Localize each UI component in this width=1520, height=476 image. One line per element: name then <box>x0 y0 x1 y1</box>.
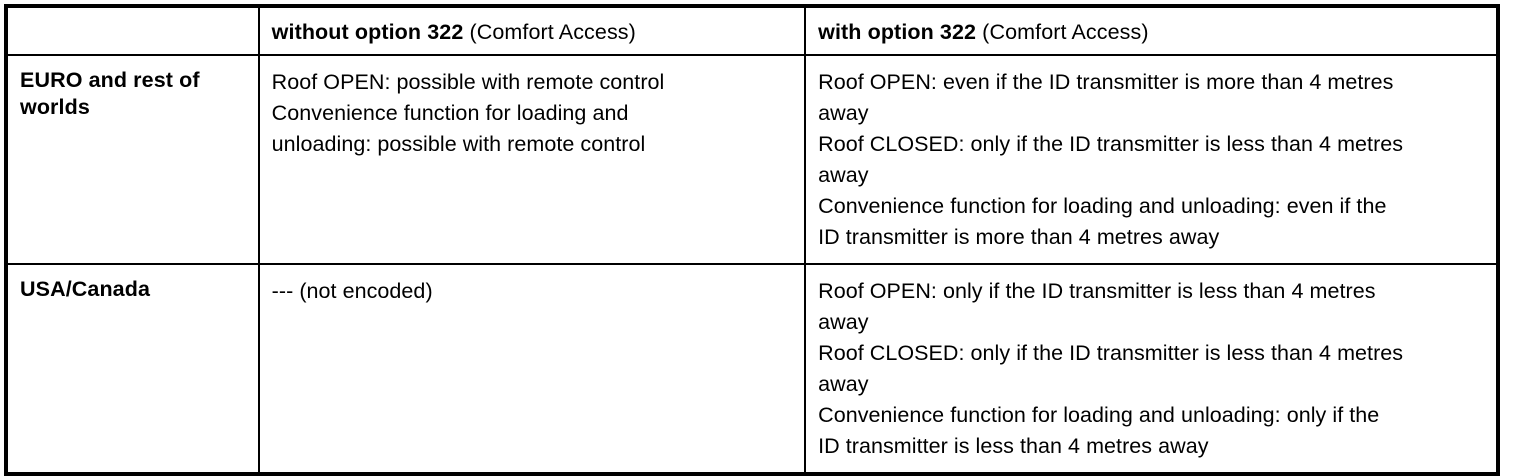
table-row: EURO and rest of worlds Roof OPEN: possi… <box>6 55 1498 265</box>
usa-with-option-text: Roof OPEN: only if the ID transmitter is… <box>818 276 1486 462</box>
text-line: away <box>818 101 869 125</box>
region-label-usa-canada: USA/Canada <box>20 277 151 301</box>
text-line: Roof OPEN: only if the ID transmitter is… <box>818 279 1376 303</box>
cell-region-usa-canada: USA/Canada <box>6 264 260 474</box>
text-line: Roof CLOSED: only if the ID transmitter … <box>818 132 1404 156</box>
usa-without-option-text: --- (not encoded) <box>272 276 794 307</box>
text-line: away <box>818 163 869 187</box>
cell-euro-with-option: Roof OPEN: even if the ID transmitter is… <box>805 55 1498 265</box>
table-row: USA/Canada --- (not encoded) Roof OPEN: … <box>6 264 1498 474</box>
euro-with-option-text: Roof OPEN: even if the ID transmitter is… <box>818 67 1486 253</box>
cell-usa-with-option: Roof OPEN: only if the ID transmitter is… <box>805 264 1498 474</box>
text-line: ID transmitter is less than 4 metres awa… <box>818 434 1209 458</box>
text-line: Roof OPEN: possible with remote control <box>271 70 665 94</box>
cell-region-euro: EURO and rest of worlds <box>6 55 260 265</box>
header-without-option-text: without option 322 (Comfort Access) <box>272 20 794 45</box>
text-line: ID transmitter is more than 4 metres awa… <box>818 225 1220 249</box>
euro-without-option-text: Roof OPEN: possible with remote control … <box>272 67 794 160</box>
text-line: away <box>818 372 869 396</box>
text-line: Convenience function for loading and <box>271 101 629 125</box>
text-line: Roof CLOSED: only if the ID transmitter … <box>818 341 1404 365</box>
text-line: Convenience function for loading and unl… <box>818 194 1387 218</box>
header-cell-region-blank <box>6 6 260 56</box>
region-label-euro: EURO and rest of worlds <box>20 68 200 119</box>
header-cell-without-option: without option 322 (Comfort Access) <box>258 6 807 56</box>
text-line: away <box>818 310 869 334</box>
cell-usa-without-option: --- (not encoded) <box>258 264 807 474</box>
header-with-option-text: with option 322 (Comfort Access) <box>818 20 1486 45</box>
header-with-option-strong: with option 322 <box>818 20 977 44</box>
cell-euro-without-option: Roof OPEN: possible with remote control … <box>258 55 807 265</box>
text-line: Convenience function for loading and unl… <box>818 403 1380 427</box>
table-header-row: without option 322 (Comfort Access) with… <box>6 6 1498 56</box>
header-with-option-normal: (Comfort Access) <box>976 20 1149 44</box>
comfort-access-comparison-table: without option 322 (Comfort Access) with… <box>4 4 1500 476</box>
text-line: unloading: possible with remote control <box>271 132 646 156</box>
text-line: Roof OPEN: even if the ID transmitter is… <box>818 70 1394 94</box>
text-line: --- (not encoded) <box>271 279 433 303</box>
header-without-option-strong: without option 322 <box>271 20 464 44</box>
header-cell-with-option: with option 322 (Comfort Access) <box>805 6 1498 56</box>
header-without-option-normal: (Comfort Access) <box>463 20 636 44</box>
